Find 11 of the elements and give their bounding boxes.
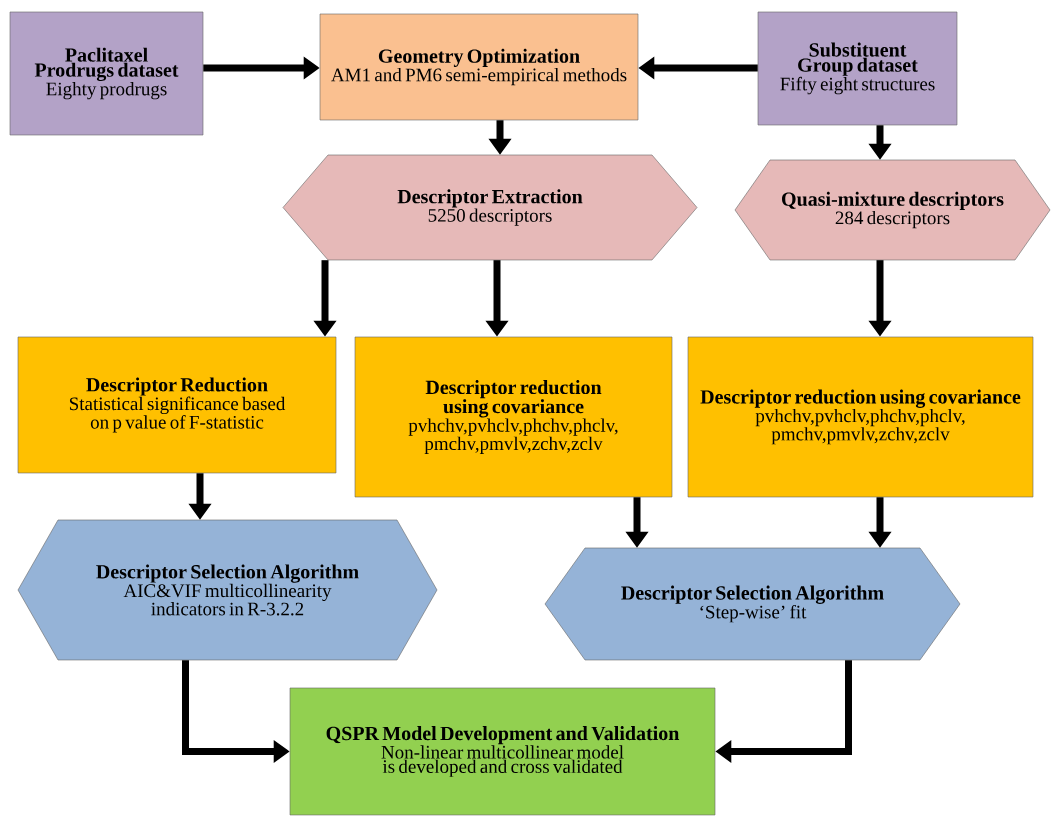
process-hexagon: Descriptor Selection Algorithm AIC&VIF multicollinearity indicators in R-3.2.2 [17,519,438,661]
result-box: QSPR Model Development and Validation Non-linear multicollinear model is developed and cross validated [289,687,716,816]
process-hexagon: Descriptor Selection Algorithm ‘Step-wise’ fit [544,547,961,661]
dataset-box: Paclitaxel Prodrugs dataset Eighty prodrugs [9,11,204,136]
dataset-box: Substituent Group dataset Fifty eight structures [757,11,958,126]
process-box: Descriptor reduction using covariance pvhchv,pvhclv,phchv,phclv, pmchv,pmvlv,zchv,zclv [354,336,673,498]
process-hexagon: Quasi-mixture descriptors 284 descriptors [734,159,1051,261]
process-box: Descriptor Reduction Statistical significance based on p value of F-statistic [17,336,337,474]
process-hexagon: Descriptor Extraction 5250 descriptors [282,154,698,261]
process-box: Geometry Optimization AM1 and PM6 semi-empirical methods [319,13,639,121]
process-box: Descriptor reduction using covariance pvhchv,pvhclv,phchv,phclv, pmchv,pmvlv,zchv,zclv [687,336,1034,498]
